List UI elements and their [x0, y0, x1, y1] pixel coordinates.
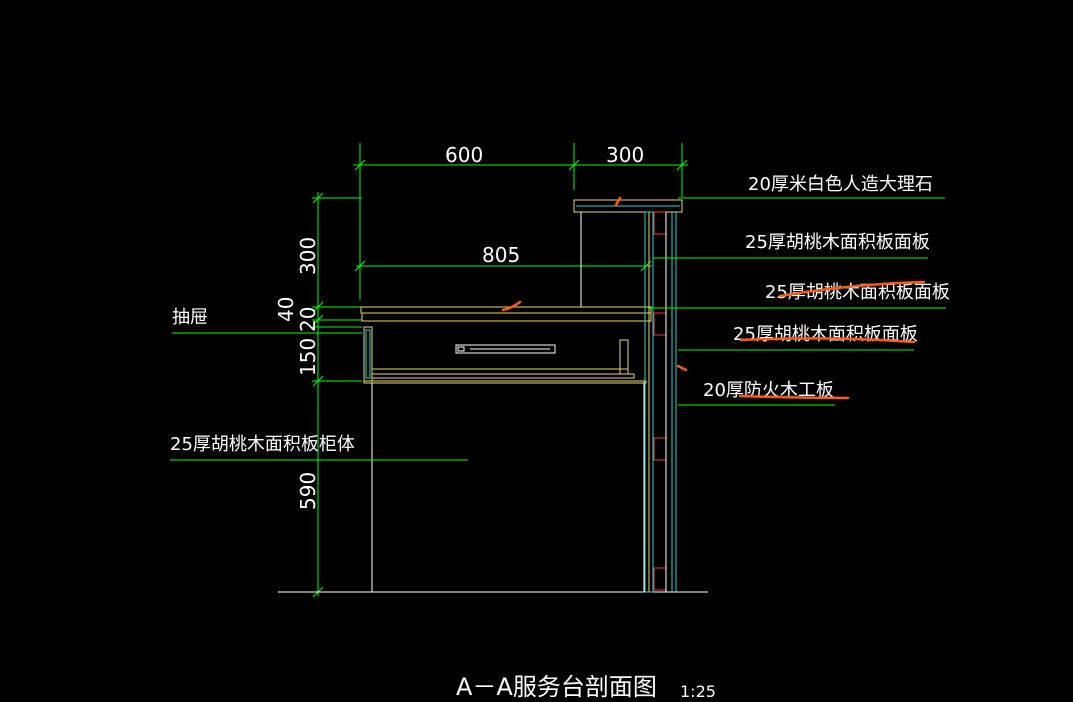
dim-150: 150	[296, 338, 320, 376]
top-dimension-chain: 600 300	[354, 143, 688, 300]
label-marble: 20厚米白色人造大理石	[748, 174, 933, 195]
drawer	[363, 326, 635, 382]
label-cabinet-body: 25厚胡桃木面积板柜体	[170, 434, 355, 455]
label-panel-1: 25厚胡桃木面积板面板	[745, 232, 930, 253]
dim-20: 20	[296, 307, 320, 332]
leaders-left	[170, 332, 468, 461]
dim-590: 590	[296, 472, 320, 510]
left-dimension-chain: 300 40 20 150 590	[274, 192, 362, 598]
drawing-title: A－A服务台剖面图	[456, 673, 657, 701]
cabinet-body	[363, 380, 647, 592]
label-fireproof: 20厚防火木工板	[703, 380, 834, 401]
label-panel-2: 25厚胡桃木面积板面板	[765, 282, 950, 303]
dim-40: 40	[274, 297, 298, 322]
dim-300-top: 300	[606, 143, 644, 167]
markup-strokes	[501, 196, 926, 400]
back-panel	[644, 211, 677, 593]
worktop	[360, 212, 652, 322]
upper-counter	[573, 199, 683, 213]
dim-300-left: 300	[296, 237, 320, 275]
dim-600: 600	[445, 143, 483, 167]
label-panel-3: 25厚胡桃木面积板面板	[733, 324, 918, 345]
dim-805: 805	[482, 243, 520, 267]
label-drawer: 抽屉	[172, 307, 208, 328]
drawing-scale: 1:25	[680, 682, 716, 701]
dimension-805: 805	[354, 243, 652, 272]
leaders-right	[648, 197, 946, 406]
